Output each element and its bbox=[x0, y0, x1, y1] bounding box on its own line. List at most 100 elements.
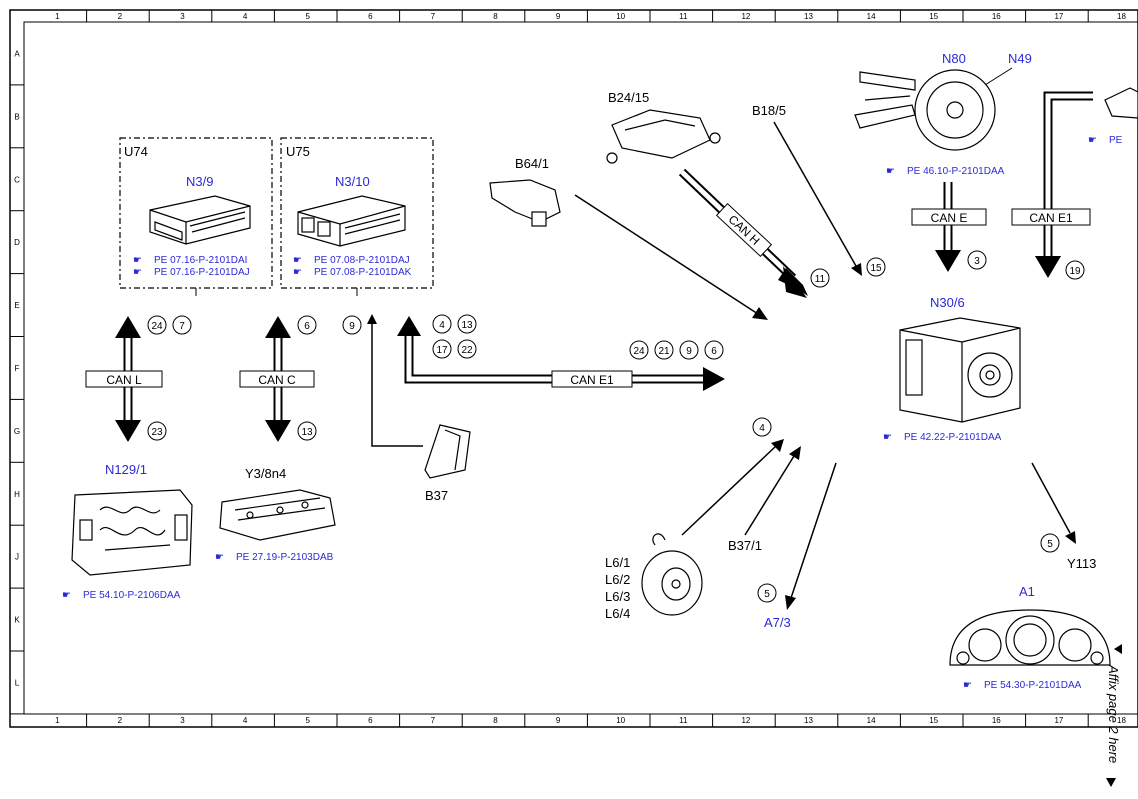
grid-column-label: 9 bbox=[556, 716, 561, 725]
edge-ref-icon: ☛ bbox=[1088, 135, 1097, 146]
grid-column-label: 14 bbox=[867, 716, 876, 725]
bubble-6 bbox=[297, 315, 317, 335]
grid-column-label: 17 bbox=[1054, 716, 1063, 725]
bubble-23 bbox=[147, 421, 167, 441]
b64-1-sensor-image bbox=[489, 179, 561, 227]
grid-row-label: J bbox=[15, 553, 19, 562]
bubble-6b bbox=[704, 340, 724, 360]
a1-label: A1 bbox=[1019, 584, 1035, 599]
n3-10-ref-b: PE 07.08-P-2101DAK bbox=[314, 267, 412, 278]
y113-arrow-head bbox=[1065, 531, 1076, 544]
bubble-5a-text: 5 bbox=[764, 589, 770, 600]
u75-label: U75 bbox=[286, 144, 310, 159]
bubble-15-text: 15 bbox=[870, 263, 882, 274]
grid-column-label: 12 bbox=[741, 716, 750, 725]
bubble-3-text: 3 bbox=[974, 256, 980, 267]
l6-2-label: L6/2 bbox=[605, 572, 630, 587]
grid-column-label: 4 bbox=[243, 716, 248, 725]
n3-9-ref-icon-a: ☛ bbox=[133, 255, 142, 266]
b37-link bbox=[367, 314, 423, 447]
bubble-24 bbox=[147, 315, 167, 335]
l6-1-label: L6/1 bbox=[605, 555, 630, 570]
bubble-17 bbox=[432, 339, 452, 359]
grid-column-label: 18 bbox=[1117, 12, 1126, 21]
bubble-24b-text: 24 bbox=[633, 346, 645, 357]
n129-1-ref-icon: ☛ bbox=[62, 590, 71, 601]
b18-5-arrow-line bbox=[773, 121, 857, 267]
edge-ref: PE bbox=[1109, 135, 1123, 146]
bubble-3 bbox=[967, 250, 987, 270]
bubble-9-text: 9 bbox=[349, 321, 355, 332]
bubble-13b-text: 13 bbox=[461, 320, 473, 331]
bubble-4-text: 4 bbox=[759, 423, 765, 434]
bubble-4a bbox=[432, 314, 452, 334]
grid-column-label: 10 bbox=[616, 12, 625, 21]
y3-8n4-ref: PE 27.19-P-2103DAB bbox=[236, 552, 334, 563]
n30-6-ref: PE 42.22-P-2101DAA bbox=[904, 432, 1002, 443]
bubble-13b bbox=[457, 314, 477, 334]
bubble-5b-text: 5 bbox=[1047, 539, 1053, 550]
n3-10-ref-a: PE 07.08-P-2101DAJ bbox=[314, 255, 410, 266]
grid-ticks bbox=[10, 10, 1089, 727]
grid-column-label: 1 bbox=[55, 12, 60, 21]
can-e1-right-link: CAN E1 bbox=[1011, 91, 1093, 278]
y3-8n4-ref-icon: ☛ bbox=[215, 552, 224, 563]
grid-column-label: 14 bbox=[867, 12, 876, 21]
bubble-5a bbox=[757, 583, 777, 603]
grid-column-label: 16 bbox=[992, 12, 1001, 21]
bubble-13 bbox=[297, 421, 317, 441]
a1-ref-icon: ☛ bbox=[963, 680, 972, 691]
b18-5-arrow-head bbox=[851, 263, 862, 276]
grid-row-label: G bbox=[14, 427, 20, 436]
bubble-21-text: 21 bbox=[658, 346, 670, 357]
can-e1-main-link: CAN E1 bbox=[397, 316, 725, 391]
instrument-cluster-image bbox=[949, 609, 1111, 666]
n30-6-label: N30/6 bbox=[930, 295, 965, 310]
grid-column-label: 6 bbox=[368, 12, 373, 21]
can-c-label: CAN C bbox=[258, 373, 296, 387]
n3-9-ref-icon-b: ☛ bbox=[133, 267, 142, 278]
b37-1-label: B37/1 bbox=[728, 538, 762, 553]
n3-9-ref-b: PE 07.16-P-2101DAJ bbox=[154, 267, 250, 278]
grid-column-label: 8 bbox=[493, 12, 498, 21]
n30-6-esp-unit-image bbox=[899, 317, 1021, 423]
can-l-link: CAN L bbox=[85, 316, 163, 442]
n3-10-ref-icon-b: ☛ bbox=[293, 267, 302, 278]
can-e-label: CAN E bbox=[931, 211, 968, 225]
u74-label: U74 bbox=[124, 144, 148, 159]
grid-column-label: 9 bbox=[556, 12, 561, 21]
bubble-15 bbox=[866, 257, 886, 277]
grid-column-label: 15 bbox=[929, 716, 938, 725]
a1-ref: PE 54.30-P-2101DAA bbox=[984, 680, 1082, 691]
b37-pedal-image bbox=[424, 424, 471, 479]
grid-column-label: 11 bbox=[679, 716, 688, 725]
steering-column-module-image bbox=[854, 69, 996, 151]
can-e-link: CAN E bbox=[911, 182, 987, 272]
diagram-inner-border bbox=[23, 21, 1138, 715]
l6-arrow-line bbox=[681, 445, 777, 536]
bubble-22 bbox=[457, 339, 477, 359]
bubble-9b-text: 9 bbox=[686, 346, 692, 357]
grid-column-label: 13 bbox=[804, 716, 813, 725]
grid-row-label: H bbox=[14, 490, 20, 499]
bubble-19-text: 19 bbox=[1069, 266, 1081, 277]
bubble-22-text: 22 bbox=[461, 345, 473, 356]
bubble-17-text: 17 bbox=[436, 345, 448, 356]
y3-8n4-image bbox=[219, 489, 336, 541]
grid-column-label: 5 bbox=[305, 12, 310, 21]
bubble-9b bbox=[679, 340, 699, 360]
bubble-9 bbox=[342, 315, 362, 335]
l6-arrow-head bbox=[771, 439, 784, 452]
b64-1-arrow-head bbox=[752, 307, 768, 320]
margin-note: Affix page 2 here bbox=[1106, 664, 1121, 763]
grid-row-label: C bbox=[14, 175, 20, 184]
diagram-border bbox=[9, 9, 1138, 728]
grid-column-label: 8 bbox=[493, 716, 498, 725]
bubble-4a-text: 4 bbox=[439, 320, 445, 331]
bubble-4 bbox=[752, 417, 772, 437]
n80-label: N80 bbox=[942, 51, 966, 66]
bubble-13-text: 13 bbox=[301, 427, 313, 438]
bubble-21 bbox=[654, 340, 674, 360]
grid-column-label: 15 bbox=[929, 12, 938, 21]
